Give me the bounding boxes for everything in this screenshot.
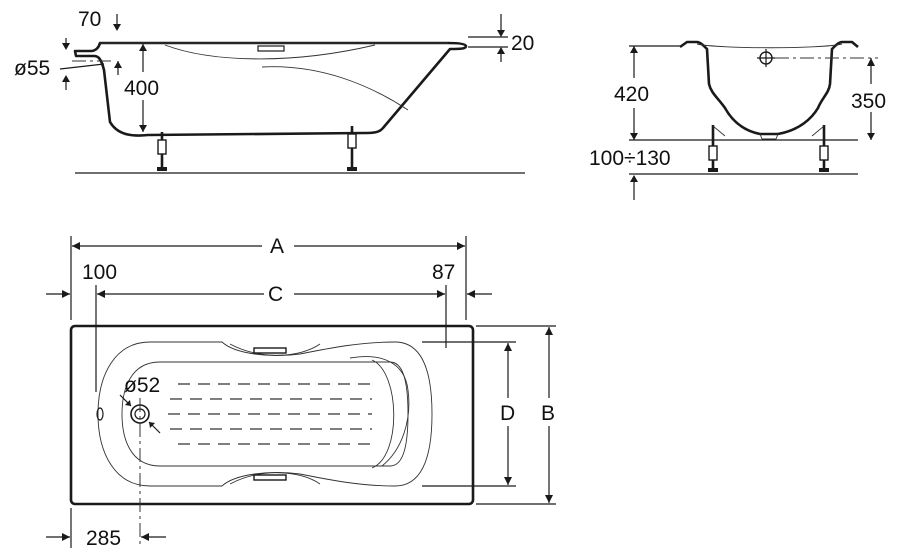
plan-outer-outline bbox=[69, 324, 475, 506]
dim-d-arrow-bottom bbox=[504, 477, 512, 485]
dim-100-outer-arrow bbox=[62, 290, 70, 298]
dim-350-label: 350 bbox=[851, 90, 886, 113]
dim-o52-label: ø52 bbox=[124, 374, 160, 397]
dim-o55-label: ø55 bbox=[14, 57, 50, 80]
dim-20-arrow-top bbox=[497, 30, 505, 37]
dim-b-label: B bbox=[541, 402, 555, 425]
dim-285-arrow-right bbox=[141, 533, 149, 541]
dim-420-arrow-bottom bbox=[630, 133, 638, 140]
dim-a-arrow-right bbox=[457, 242, 465, 250]
dim-285-arrow-left bbox=[62, 533, 70, 541]
dim-a-label: A bbox=[270, 235, 284, 258]
dim-b-arrow-bottom bbox=[545, 495, 553, 503]
end-tub-outline bbox=[679, 40, 859, 136]
dim-20-arrow-bottom bbox=[497, 47, 505, 54]
dim-d-label: D bbox=[500, 402, 515, 425]
plan-basin-floor bbox=[121, 361, 409, 467]
plan-non-slip-treads bbox=[168, 383, 372, 445]
plan-armrest-bottom bbox=[229, 472, 321, 485]
dim-400-label: 400 bbox=[124, 77, 159, 100]
dim-feet-arrow bbox=[630, 175, 638, 182]
dim-400-arrow-bottom bbox=[139, 125, 147, 132]
side-handle bbox=[257, 45, 285, 52]
dim-o52-arrow-bottom bbox=[149, 422, 155, 428]
end-drain-bump bbox=[759, 133, 779, 140]
dim-feet-label: 100÷130 bbox=[589, 147, 671, 170]
dim-o52-arrow-top bbox=[125, 400, 131, 406]
plan-handle-top bbox=[253, 347, 287, 354]
dim-350-arrow-bottom bbox=[867, 133, 875, 140]
dim-c-arrow-left bbox=[97, 290, 105, 298]
dim-400-arrow-top bbox=[139, 44, 147, 51]
dim-400-small-arrow bbox=[114, 61, 122, 68]
dim-20-label: 20 bbox=[511, 32, 534, 55]
plan-headrest-curve bbox=[349, 356, 410, 467]
dim-o55-leader bbox=[59, 63, 105, 70]
dim-350-arrow-top bbox=[867, 58, 875, 66]
dim-o55-arrow-bottom bbox=[62, 75, 70, 82]
dim-70-label: 70 bbox=[78, 8, 101, 31]
dim-100-label: 100 bbox=[82, 261, 117, 284]
plan-view: ø52 A C 100 87 D bbox=[46, 235, 556, 550]
side-foot-left bbox=[157, 132, 167, 171]
dim-285-label: 285 bbox=[86, 527, 121, 550]
dim-b-arrow-top bbox=[545, 327, 553, 335]
dim-a-arrow-left bbox=[72, 242, 80, 250]
side-contour-curve bbox=[261, 66, 409, 111]
plan-headrest-inner bbox=[371, 359, 395, 469]
dim-o55-arrow-top bbox=[62, 43, 70, 50]
plan-handle-bottom bbox=[253, 474, 287, 481]
end-foot-right bbox=[811, 125, 829, 172]
plan-basin-outline bbox=[97, 341, 433, 487]
end-view: 420 350 100÷130 bbox=[589, 40, 886, 200]
dim-420-label: 420 bbox=[614, 83, 649, 106]
plan-overflow bbox=[96, 407, 104, 421]
dim-d-arrow-top bbox=[504, 343, 512, 351]
side-foot-right bbox=[347, 126, 357, 171]
side-view: 70 20 ø55 400 bbox=[14, 8, 534, 174]
dim-c-label: C bbox=[268, 283, 283, 306]
dim-87-outer-arrow bbox=[467, 290, 475, 298]
end-foot-left bbox=[708, 125, 726, 172]
side-armrest-curve bbox=[164, 44, 376, 60]
dim-420-arrow-top bbox=[630, 46, 638, 53]
dim-87-label: 87 bbox=[432, 261, 455, 284]
dim-70-arrow bbox=[113, 24, 121, 31]
plan-armrest-top bbox=[229, 343, 321, 356]
end-rim-inner bbox=[696, 43, 843, 49]
dim-c-arrow-right bbox=[437, 290, 445, 298]
